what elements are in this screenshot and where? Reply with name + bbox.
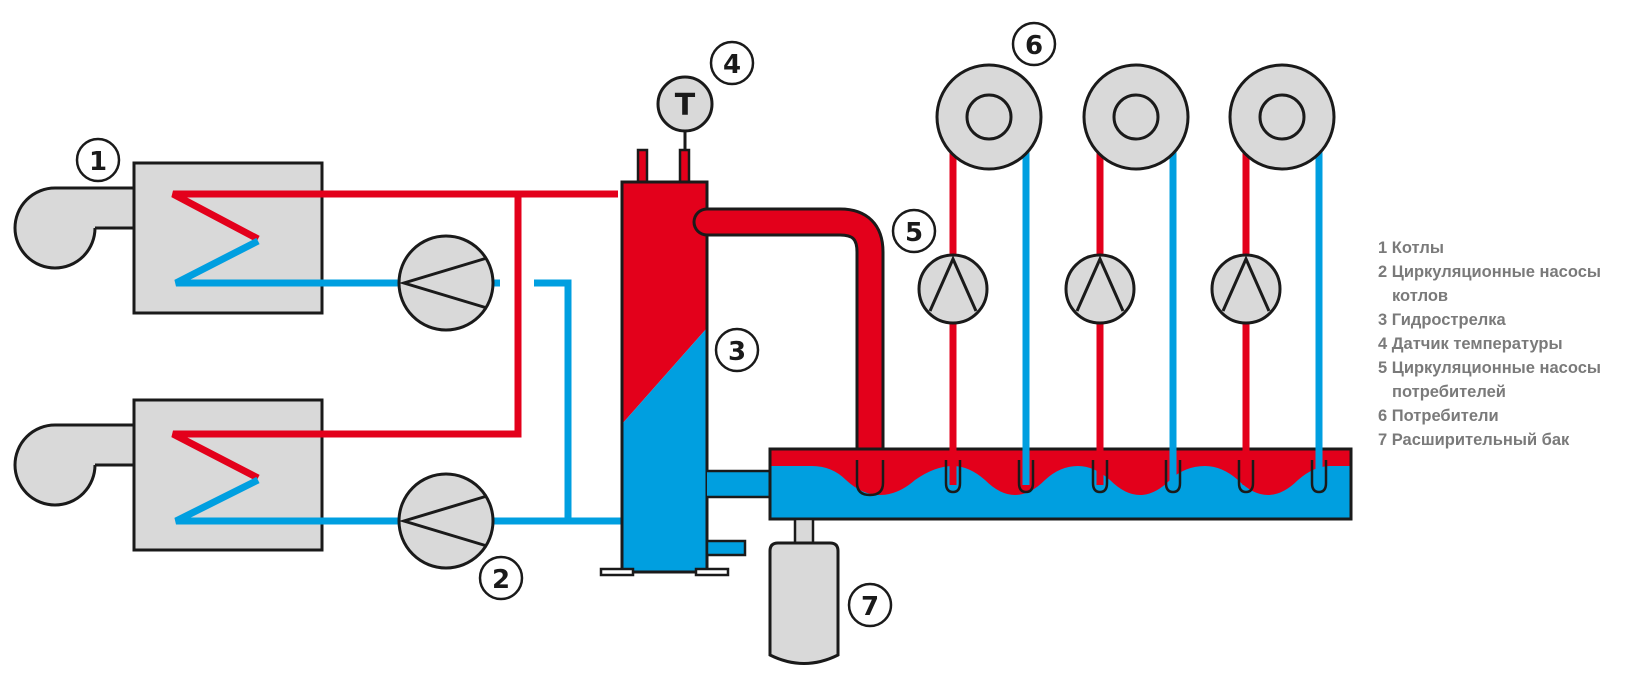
temperature-sensor: T	[656, 75, 714, 150]
svg-text:3: 3	[728, 337, 746, 367]
legend-item: 2 Циркуляционные насосы котлов	[1378, 263, 1601, 305]
svg-text:7: 7	[861, 592, 879, 622]
svg-text:5: 5	[905, 218, 923, 248]
boiler-lower-body	[132, 398, 324, 552]
boiler-pump-lower	[397, 472, 495, 570]
legend-item: 1 Котлы	[1378, 239, 1444, 257]
boiler-lower-hot-coil	[171, 194, 522, 482]
callout-2: 2	[478, 555, 524, 601]
svg-text:6: 6	[1025, 31, 1043, 61]
legend-item: 7 Расширительный бак	[1378, 431, 1570, 449]
temperature-sensor-symbol: T	[675, 88, 696, 123]
callout-3: 3	[714, 327, 760, 373]
legend-item: 3 Гидрострелка	[1378, 311, 1506, 329]
expansion-tank	[768, 517, 840, 665]
legend-item: 4 Датчик температуры	[1378, 335, 1563, 353]
boiler-lower	[13, 398, 324, 552]
distributor-cold-link	[707, 471, 773, 497]
callout-6: 6	[1011, 21, 1057, 67]
callout-1: 1	[75, 137, 121, 183]
boiler-upper-body	[132, 161, 324, 315]
boiler-lower-burner-neck	[55, 425, 135, 465]
svg-text:1: 1	[89, 147, 107, 177]
consumer-branch-pipes	[949, 150, 1323, 485]
consumer-pump-3	[1210, 253, 1282, 325]
boiler-pump-upper	[397, 234, 495, 332]
consumer-3	[1228, 63, 1336, 171]
callout-7: 7	[847, 582, 893, 628]
boiler-upper-burner-neck	[55, 188, 135, 228]
return-branch-upper	[534, 279, 572, 521]
consumer-pump-2	[1064, 253, 1136, 325]
boiler-upper-cold-coil	[174, 237, 500, 287]
svg-text:2: 2	[492, 565, 510, 595]
boiler-upper-hot-coil	[171, 190, 618, 243]
legend-item: 6 Потребители	[1378, 407, 1499, 425]
consumer-pump-1	[917, 253, 989, 325]
legend-list: 1 Котлы 2 Циркуляционные насосы котлов 3…	[1378, 236, 1628, 452]
consumer-1	[935, 63, 1043, 171]
hydro-separator	[599, 148, 747, 577]
legend-item: 5 Циркуляционные насосы потребителей	[1378, 359, 1601, 401]
callout-4: 4	[709, 40, 755, 86]
boiler-upper	[13, 161, 324, 315]
callout-5: 5	[891, 208, 937, 254]
consumer-2	[1082, 63, 1190, 171]
svg-text:4: 4	[723, 50, 741, 80]
